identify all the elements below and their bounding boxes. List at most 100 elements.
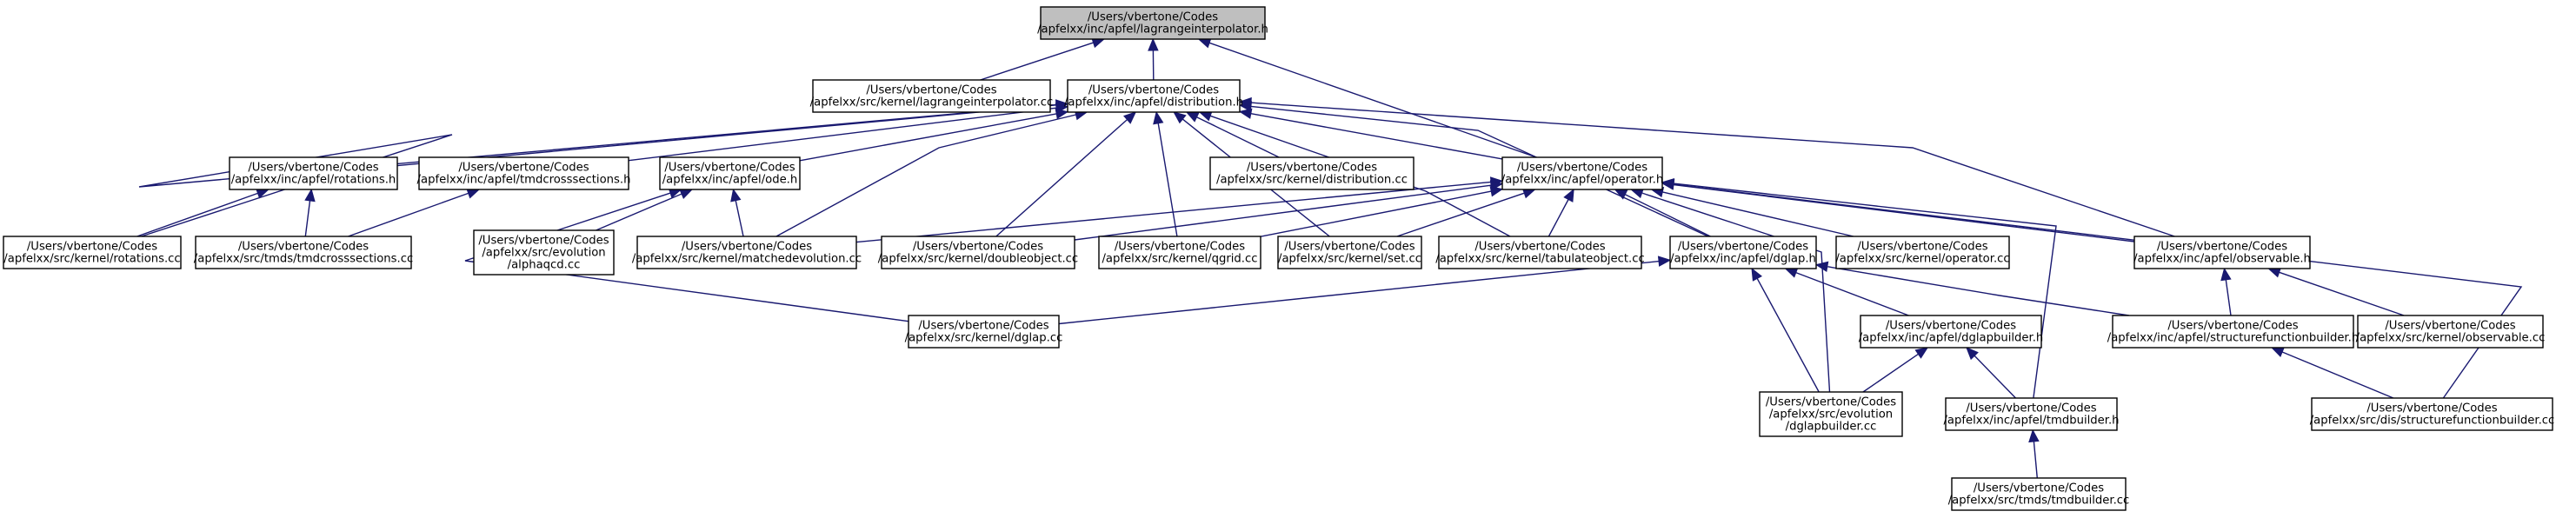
node-distribution-cc[interactable]: /Users/vbertone/Codes/apfelxx/src/kernel… [1209,156,1414,190]
node-dglapbuilder-cc[interactable]: /Users/vbertone/Codes/apfelxx/src/evolut… [1759,391,1903,437]
node-box[interactable] [1759,391,1903,437]
node-lagrange-h[interactable]: /Users/vbertone/Codes/apfelxx/inc/apfel/… [1037,6,1268,40]
edge-observable_h-to-distribution_h [1238,96,2175,237]
node-label-line: /apfelxx/src/kernel/rotations.cc [3,253,180,266]
node-tabulateobject-cc[interactable]: /Users/vbertone/Codes/apfelxx/src/kernel… [1435,236,1645,269]
edge-line [799,113,1057,162]
node-alphaqcd-cc[interactable]: /Users/vbertone/Codes/apfelxx/src/evolut… [473,229,615,276]
node-label-line: /Users/vbertone/Codes [458,162,589,175]
node-box[interactable] [1951,477,2127,511]
node-box[interactable] [2357,315,2544,349]
node-label-line: /apfelxx/inc/apfel/ode.h [662,174,798,187]
edge-line [304,200,311,237]
node-box[interactable] [2112,315,2354,349]
node-box[interactable] [1067,79,1241,113]
node-tmdbuilder-h[interactable]: /Users/vbertone/Codes/apfelxx/inc/apfel/… [1943,397,2120,431]
edge-line [596,193,682,231]
node-box[interactable] [195,236,412,269]
edge-line [1260,190,1492,237]
edge-line [1250,102,2175,237]
node-label-line: /Users/vbertone/Codes [1284,241,1414,254]
node-label-line: /Users/vbertone/Codes [1966,402,2096,415]
node-box[interactable] [1945,397,2118,431]
edge-line [1974,355,2017,399]
edge-line [2225,279,2232,316]
edge-line [1662,191,1854,237]
node-operator-h[interactable]: /Users/vbertone/Codes/apfelxx/inc/apfel/… [1501,156,1663,190]
arrowhead-icon [466,188,481,199]
node-label-line: /apfelxx/inc/apfel/dglapbuilder.h [1859,332,2044,345]
edge-operator_h-to-distribution_h [1238,108,1503,160]
node-box[interactable] [1040,6,1266,40]
node-box[interactable] [812,79,1051,113]
node-label-line: /Users/vbertone/Codes [2385,320,2515,333]
node-observable-h[interactable]: /Users/vbertone/Codes/apfelxx/inc/apfel/… [2133,236,2311,269]
arrowhead-icon [2220,267,2232,282]
node-set-cc[interactable]: /Users/vbertone/Codes/apfelxx/src/kernel… [1277,236,1422,269]
node-box[interactable] [1277,236,1422,269]
edge-line [2279,271,2405,316]
node-dglapbuilder-h[interactable]: /Users/vbertone/Codes/apfelxx/inc/apfel/… [1859,315,2044,349]
edge-line [1196,116,1280,158]
node-box[interactable] [1669,236,1817,269]
node-dglap-h[interactable]: /Users/vbertone/Codes/apfelxx/inc/apfel/… [1669,236,1817,269]
edge-doubleobject_cc-to-distribution_h [995,111,1137,237]
node-label-line: /apfelxx/inc/apfel/observable.h [2133,253,2311,266]
node-label-line: /Users/vbertone/Codes [27,241,157,254]
node-sfbuilder-cc[interactable]: /Users/vbertone/Codes/apfelxx/src/dis/st… [2310,397,2555,431]
node-box[interactable] [2133,236,2311,269]
arrowhead-icon [1238,96,1252,109]
node-matchedevolution-cc[interactable]: /Users/vbertone/Codes/apfelxx/src/kernel… [632,236,862,269]
node-label-line: /apfelxx/src/kernel/dglap.cc [905,332,1063,345]
edge-observable_h-to-operator_h [1661,179,2135,242]
node-label-line: /Users/vbertone/Codes [1766,396,1896,409]
node-ode-h[interactable]: /Users/vbertone/Codes/apfelxx/inc/apfel/… [659,156,801,190]
node-tmdcross-cc[interactable]: /Users/vbertone/Codes/apfelxx/src/tmds/t… [194,236,413,269]
edge-tmdcross_cc-to-rotations_h [304,188,316,237]
node-box[interactable] [1438,236,1642,269]
node-label-line: /apfelxx/src/tmds/tmdbuilder.cc [1948,495,2130,508]
node-tmdcross-h[interactable]: /Users/vbertone/Codes/apfelxx/inc/apfel/… [417,156,631,190]
node-label-line: /Users/vbertone/Codes [1974,482,2104,495]
node-sfbuilder-h[interactable]: /Users/vbertone/Codes/apfelxx/inc/apfel/… [2107,315,2359,349]
edge-line [1827,266,2129,316]
node-box[interactable] [418,156,629,190]
node-box[interactable] [908,315,1060,349]
edges [136,37,2523,479]
node-label-line: /Users/vbertone/Codes [1115,241,1245,254]
node-box[interactable] [659,156,801,190]
edge-matchedevolution_cc-to-ode_h [730,188,744,237]
node-label-line: /dglapbuilder.cc [1786,421,1877,434]
node-label-line: /apfelxx/inc/apfel/distribution.h [1064,96,1243,110]
node-rotations-h[interactable]: /Users/vbertone/Codes/apfelxx/inc/apfel/… [229,156,398,190]
node-tmdbuilder-cc[interactable]: /Users/vbertone/Codes/apfelxx/src/tmds/t… [1948,477,2130,511]
node-box[interactable] [1501,156,1663,190]
node-box[interactable] [1098,236,1261,269]
edge-tmdbuilder_h-to-dglapbuilder_h [1966,347,2017,399]
nodes: /Users/vbertone/Codes/apfelxx/inc/apfel/… [3,6,2555,511]
node-box[interactable] [1835,236,2010,269]
node-label-line: /Users/vbertone/Codes [1247,162,1377,175]
node-box[interactable] [3,236,182,269]
node-qgrid-cc[interactable]: /Users/vbertone/Codes/apfelxx/src/kernel… [1098,236,1261,269]
node-rotations-cc[interactable]: /Users/vbertone/Codes/apfelxx/src/kernel… [3,236,182,269]
arrowhead-icon [1966,347,1979,361]
node-dglap-cc[interactable]: /Users/vbertone/Codes/apfelxx/src/kernel… [905,315,1063,349]
node-box[interactable] [229,156,398,190]
node-label-line: /apfelxx/src/kernel/observable.cc [2356,332,2546,345]
node-observable-cc[interactable]: /Users/vbertone/Codes/apfelxx/src/kernel… [2356,315,2546,349]
node-box[interactable] [2311,397,2553,431]
node-lagrange-cc[interactable]: /Users/vbertone/Codes/apfelxx/src/kernel… [810,79,1054,113]
edge-tmdbuilder_cc-to-tmdbuilder_h [2028,428,2040,479]
node-box[interactable] [473,229,615,276]
node-box[interactable] [636,236,857,269]
node-box[interactable] [1860,315,2042,349]
node-operator-cc[interactable]: /Users/vbertone/Codes/apfelxx/src/kernel… [1835,236,2010,269]
node-box[interactable] [881,236,1075,269]
node-box[interactable] [1209,156,1414,190]
edge-line [1058,260,1660,325]
node-doubleobject-cc[interactable]: /Users/vbertone/Codes/apfelxx/src/kernel… [878,236,1078,269]
node-distribution-h[interactable]: /Users/vbertone/Codes/apfelxx/inc/apfel/… [1064,79,1243,113]
node-label-line: /apfelxx/inc/apfel/rotations.h [231,174,396,187]
